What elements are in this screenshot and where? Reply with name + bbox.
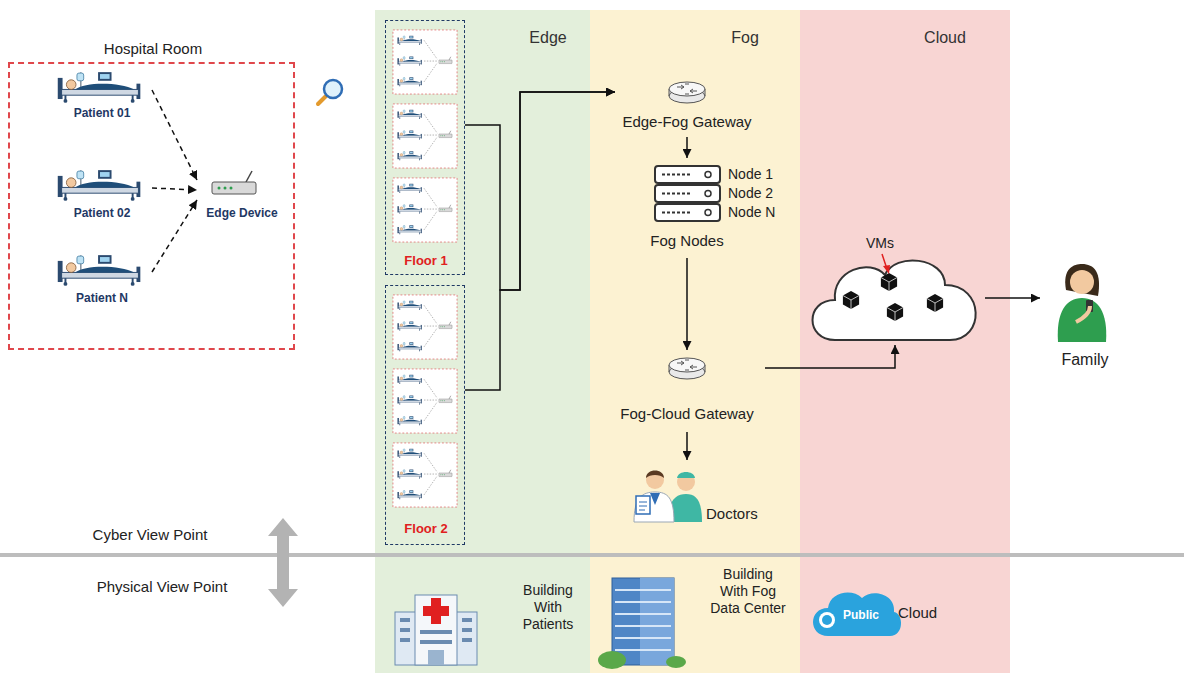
node-label: Floor 1 xyxy=(404,253,447,269)
flow-arrow xyxy=(686,432,688,460)
node-label: Edge Device xyxy=(206,206,277,220)
node-label: Edge xyxy=(529,28,566,47)
cloud-band: VMsCloud xyxy=(800,10,1010,673)
node-label: Floor 2 xyxy=(404,521,447,537)
view-label: Public xyxy=(843,608,879,622)
edge-band: Floor 1 Floor 2 Edge xyxy=(375,10,590,673)
doctors-group: Doctors xyxy=(625,460,775,528)
floor-box: Floor 1 xyxy=(385,20,465,275)
node-label: Node N xyxy=(728,204,775,221)
flow-arrow xyxy=(985,297,1040,299)
dashed-link xyxy=(152,188,197,190)
flow-arrow xyxy=(465,92,615,390)
node-label: Node 1 xyxy=(728,166,773,183)
hospital-beds xyxy=(58,72,141,286)
patient-bed: Patient N xyxy=(52,255,152,308)
node-label: Fog-Cloud Gateway xyxy=(620,405,753,423)
tier-bands xyxy=(375,10,1010,673)
flow-arrow xyxy=(765,345,895,368)
node-label: VMs xyxy=(866,235,894,252)
flow-arrow xyxy=(686,258,688,350)
node-label: Patient N xyxy=(76,291,128,305)
vm-cloud xyxy=(813,254,976,340)
view-separator xyxy=(0,553,1184,557)
gateway-icon xyxy=(669,82,705,103)
node-label: Family xyxy=(1061,350,1108,369)
patient-bed: Patient 01 xyxy=(52,72,152,124)
edge-device: Edge Device xyxy=(197,167,287,224)
dashed-link xyxy=(152,90,197,180)
floor-rooms xyxy=(393,30,457,507)
view-label: Cloud xyxy=(898,604,937,622)
fog-building xyxy=(598,578,686,669)
node-label: Cloud xyxy=(924,28,966,47)
flow-arrow xyxy=(686,137,688,158)
node-label: Node 2 xyxy=(728,185,773,202)
server-icon xyxy=(655,166,720,221)
hospital-building xyxy=(395,595,477,665)
node-label: Hospital Room xyxy=(104,40,202,58)
vm-cloud: VMs xyxy=(808,232,985,345)
family-person: Family xyxy=(1040,258,1135,373)
gateway-box: Edge-Fog Gateway xyxy=(615,72,760,137)
magnifier-icon xyxy=(318,80,342,104)
view-label: Building With Patients xyxy=(513,582,583,632)
node-label: Fog xyxy=(731,28,759,47)
node-label: Doctors xyxy=(706,505,758,523)
gateway-box: Fog-Cloud Gateway xyxy=(610,350,765,432)
view-label: Cyber View Point xyxy=(93,526,208,544)
flow-arrow xyxy=(465,92,615,290)
edge-device-icon xyxy=(212,171,256,194)
gateway-icon xyxy=(669,358,705,379)
public-cloud-logo xyxy=(813,593,901,636)
family-person xyxy=(1058,264,1107,342)
hospital-room-box: Patient 01 Patient 02 Patient N Edge Device… xyxy=(8,62,295,350)
floor-box: Floor 2 xyxy=(385,285,465,545)
view-double-arrow xyxy=(268,518,298,607)
view-label: Physical View Point xyxy=(97,578,228,596)
node-label: Edge-Fog Gateway xyxy=(622,113,751,131)
node-label: Fog Nodes xyxy=(650,232,723,250)
node-label: Patient 02 xyxy=(74,206,131,220)
view-label: Building With Fog Data Center xyxy=(708,566,788,616)
fog-server: Node 1 Node 2 Node N Fog Nodes xyxy=(640,158,790,258)
patient-bed: Patient 02 xyxy=(52,170,152,223)
node-label: Patient 01 xyxy=(74,106,131,120)
doctors-icon xyxy=(634,471,702,523)
dashed-link xyxy=(152,200,197,272)
